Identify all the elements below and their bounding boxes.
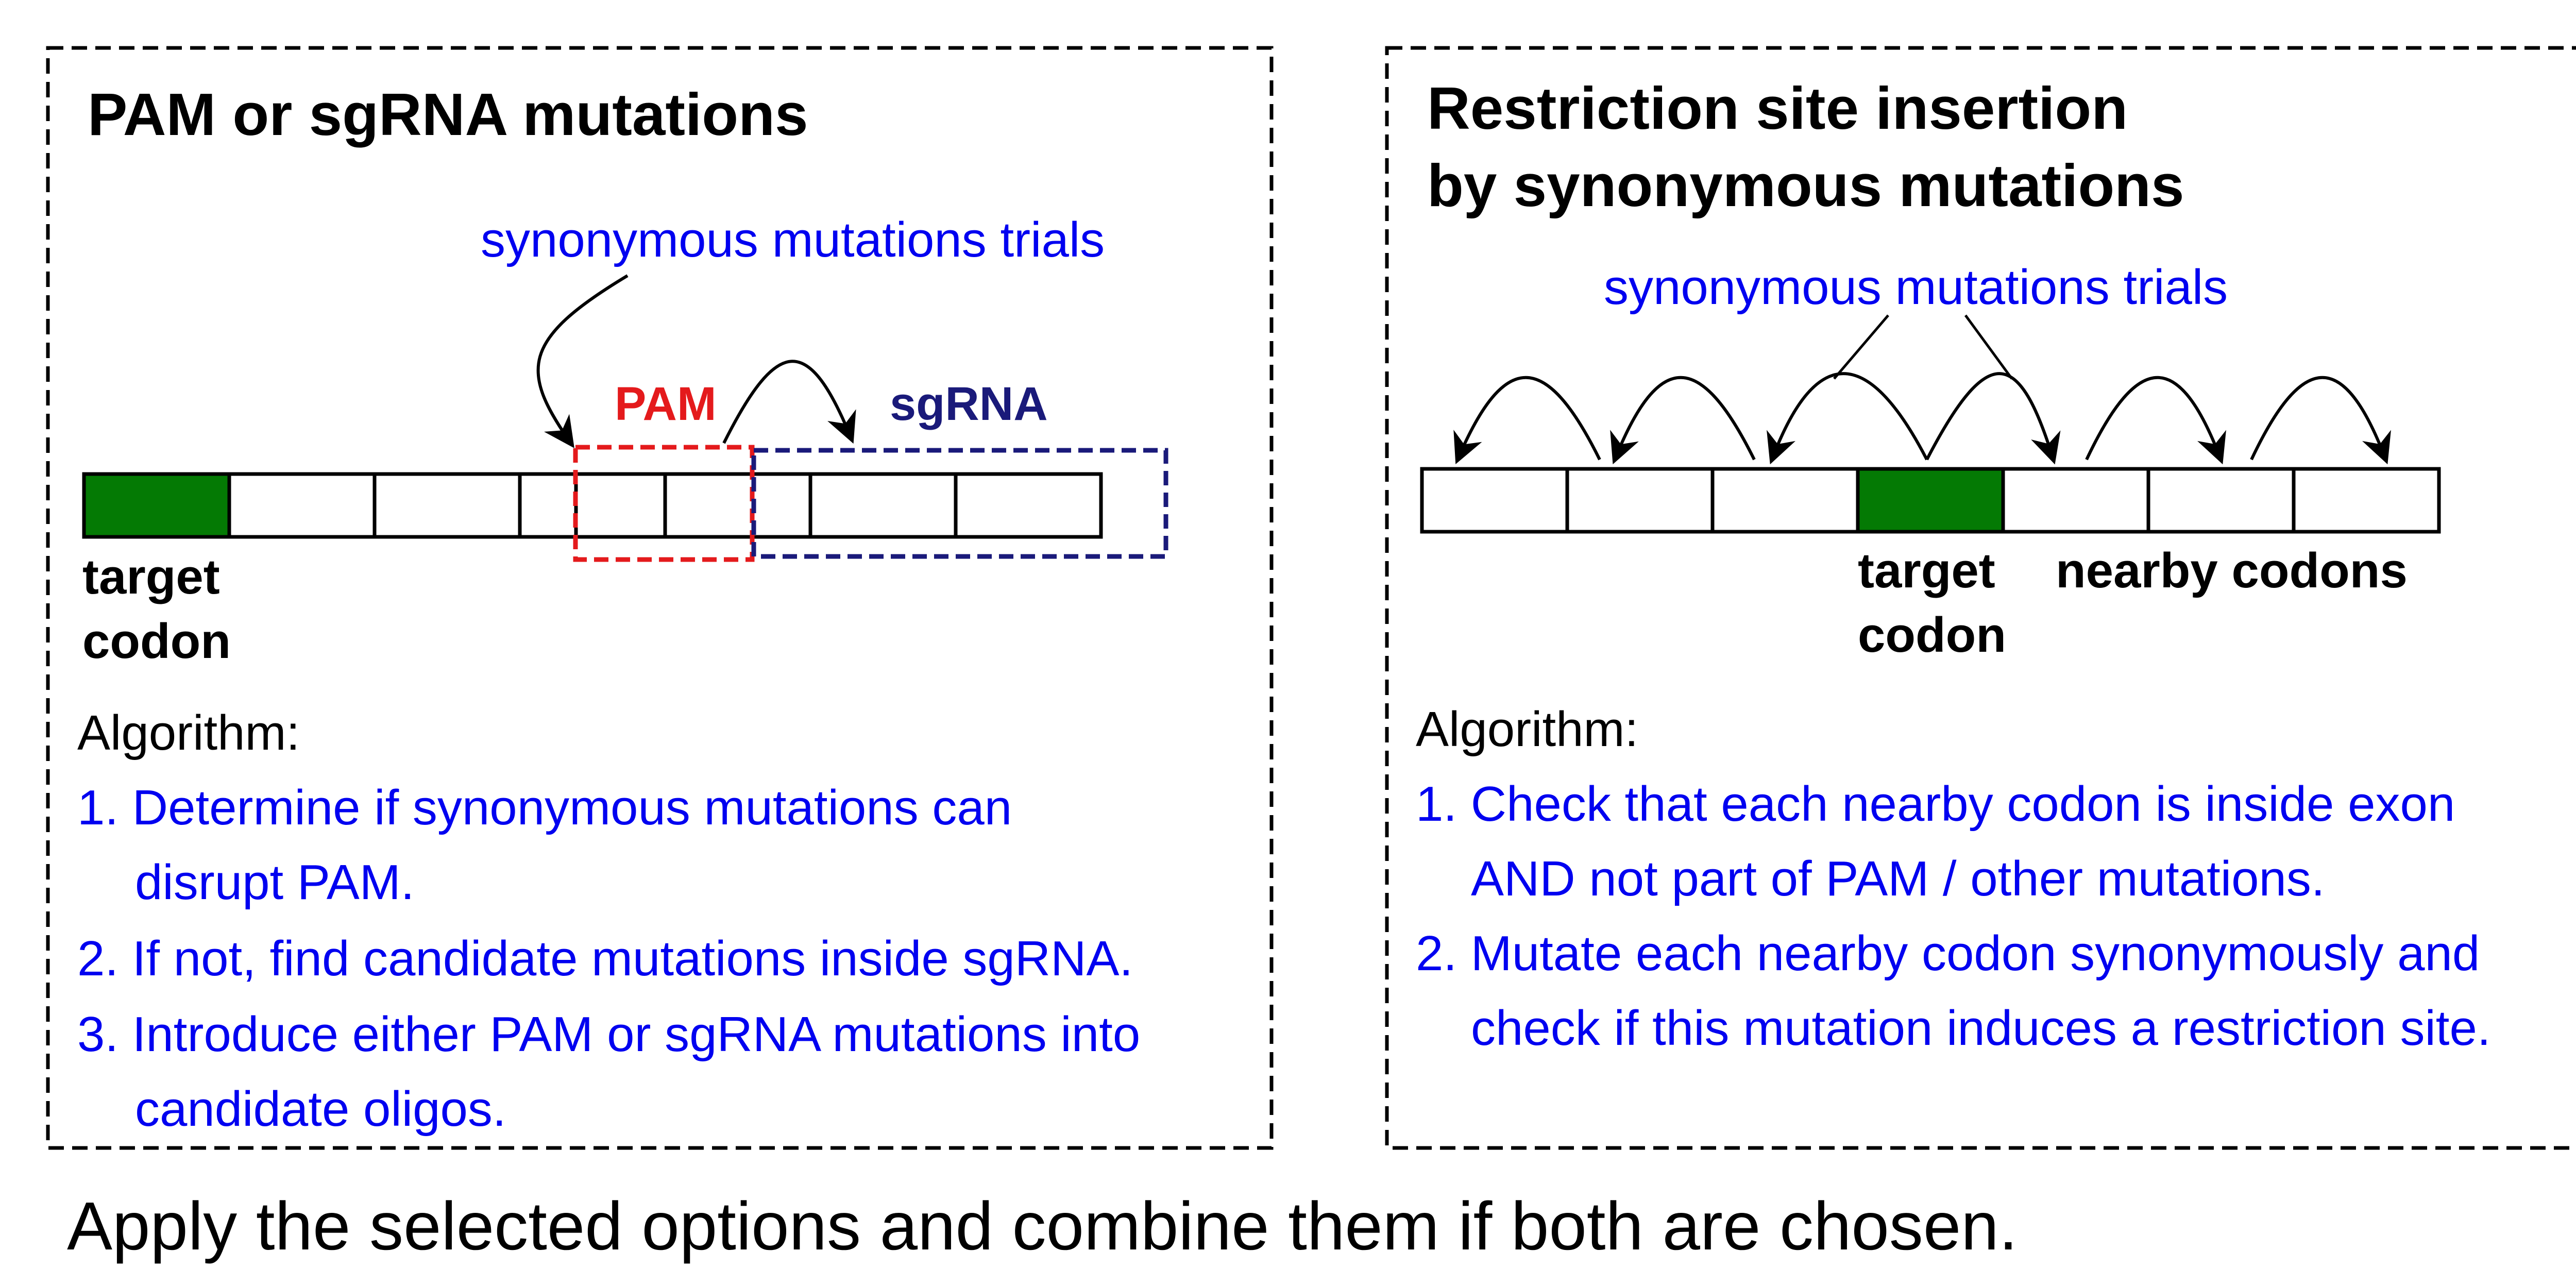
left-algorithm-heading: Algorithm: [77,705,300,760]
right-panel-border [1385,46,2576,1150]
codon-cell [954,472,1103,539]
right-panel-title-2: by synonymous mutations [1427,152,2184,219]
codon-cell [663,472,812,539]
codon-cell [1420,467,1569,534]
codon-cell [808,472,958,539]
right-step-2-line2: check if this mutation induces a restric… [1471,1001,2491,1056]
right-panel: Restriction site insertion by synonymous… [1385,46,2576,1150]
trial-arrow [1767,372,1928,465]
right-step-1-line2: AND not part of PAM / other mutations. [1471,851,2325,906]
codon-cell [2146,467,2296,534]
codon-cell [1710,467,1860,534]
trial-arrow [2250,376,2391,465]
target-codon-cell [1856,467,2005,534]
right-trials-label: synonymous mutations trials [1604,260,2228,315]
left-step-1-line2: disrupt PAM. [135,855,414,910]
trial-arrow [1453,376,1601,465]
codon-cell [2001,467,2150,534]
trial-arrow [1610,376,1756,465]
left-step-3-line1: 3. Introduce either PAM or sgRNA mutatio… [77,1007,1140,1062]
pam-label: PAM [615,378,717,430]
codon-cell [2292,467,2441,534]
left-panel: PAM or sgRNA mutations PAM sgRNA synonym… [46,46,1274,1150]
left-step-2-line1: 2. If not, find candidate mutations insi… [77,931,1133,986]
right-codon-row [1420,467,2441,534]
label-pointer-line [1964,314,2013,380]
trial-arrow-to-pam [536,274,629,448]
left-codon-row [82,472,1103,539]
left-target-label-2: codon [82,614,231,669]
left-target-label-1: target [82,549,220,604]
sgrna-box [751,448,1168,559]
codon-cell [227,472,377,539]
left-trials-label: synonymous mutations trials [481,212,1105,267]
nearby-codons-label: nearby codons [2056,543,2408,598]
left-step-3-line2: candidate oligos. [135,1081,506,1137]
target-codon-cell [82,472,231,539]
right-panel-title-1: Restriction site insertion [1427,75,2128,142]
left-step-1-line1: 1. Determine if synonymous mutations can [77,780,1012,835]
sgrna-label: sgRNA [890,378,1048,430]
right-target-label-1: target [1858,543,1995,598]
right-step-1-line1: 1. Check that each nearby codon is insid… [1416,776,2455,832]
codon-cell [518,472,667,539]
right-algorithm-heading: Algorithm: [1416,702,1638,757]
left-panel-title: PAM or sgRNA mutations [88,81,808,148]
codon-cell [1565,467,1715,534]
label-pointer-line [1833,314,1889,380]
right-target-label-2: codon [1858,607,2006,663]
pam-box [573,445,755,562]
right-step-2-line1: 2. Mutate each nearby codon synonymously… [1416,926,2480,981]
pam-to-sgrna-arrow [722,360,856,444]
caption: Apply the selected options and combine t… [67,1188,2018,1264]
codon-cell [372,472,522,539]
trial-arrow [1925,372,2061,465]
trial-arrow [2085,376,2226,465]
